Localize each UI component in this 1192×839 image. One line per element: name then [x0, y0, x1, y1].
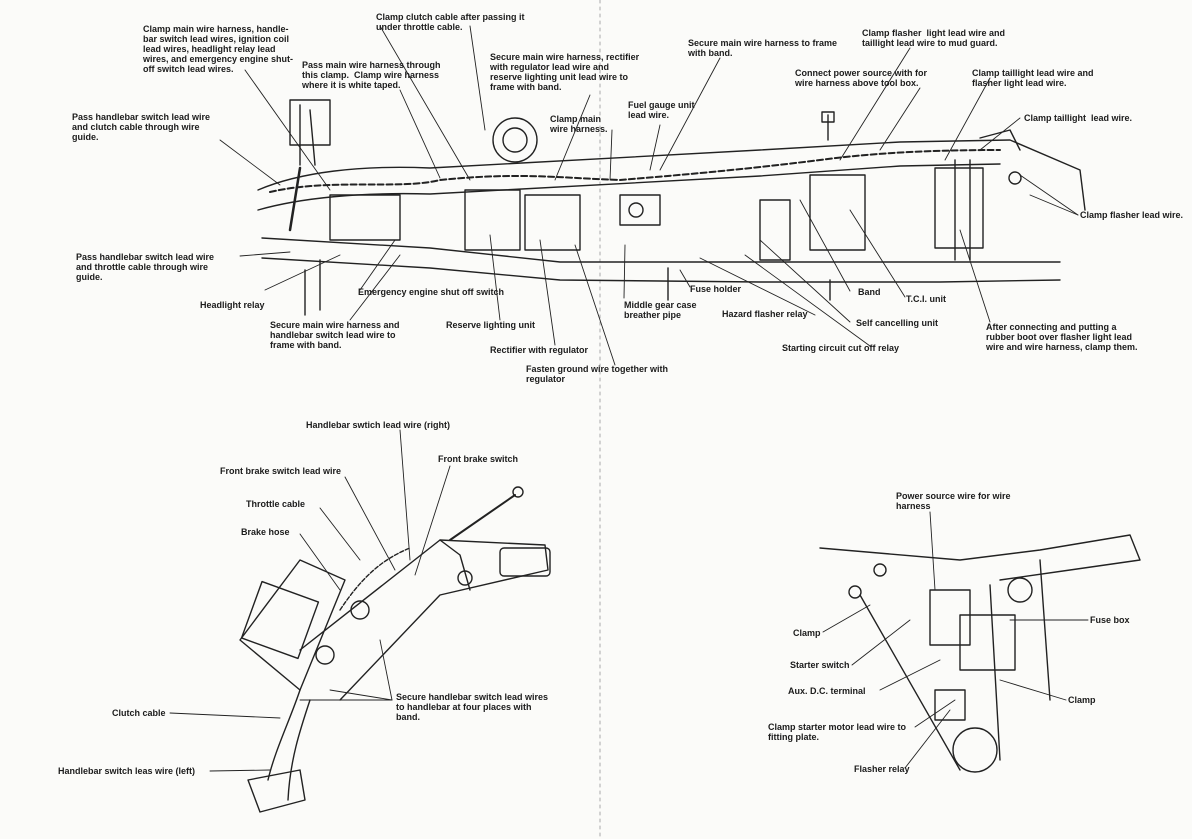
label-clamp-1: Clamp [793, 628, 821, 638]
label-after-connecting: After connecting and putting a rubber bo… [986, 322, 1138, 352]
label-clamp-clutch-cable: Clamp clutch cable after passing it unde… [376, 12, 525, 32]
label-fuse-box: Fuse box [1090, 615, 1130, 625]
label-pass-switch-clutch: Pass handlebar switch lead wire and clut… [72, 112, 211, 142]
label-brake-hose: Brake hose [241, 527, 290, 537]
label-secure-four-places: Secure handlebar switch lead wires to ha… [396, 692, 549, 722]
label-secure-main-harness-rectifier: Secure main wire harness, rectifier with… [490, 52, 640, 92]
toolbox-leaders [822, 511, 1089, 769]
label-clamp-taillight: Clamp taillight lead wire. [1024, 113, 1133, 123]
frame-top-view [257, 99, 1086, 316]
label-clamp-2: Clamp [1068, 695, 1096, 705]
label-switch-lead-left: Handlebar switch leas wire (left) [58, 766, 196, 776]
label-clamp-taillight-flasher: Clamp taillight lead wire and flasher li… [972, 68, 1094, 88]
label-self-cancelling: Self cancelling unit [856, 318, 939, 328]
label-front-brake-lead: Front brake switch lead wire [220, 466, 342, 476]
label-clamp-starter-motor: Clamp starter motor lead wire to fitting… [768, 722, 907, 742]
handlebar-leaders [169, 429, 451, 772]
label-clutch-cable: Clutch cable [112, 708, 166, 718]
toolbox-view [819, 534, 1141, 773]
label-hazard-relay: Hazard flasher relay [722, 309, 808, 319]
label-connect-power-source: Connect power source with for wire harne… [795, 68, 928, 88]
label-starter-switch: Starter switch [790, 660, 850, 670]
handlebar-view [239, 486, 551, 813]
label-throttle-cable: Throttle cable [246, 499, 306, 509]
label-fasten-ground: Fasten ground wire together with regulat… [526, 364, 669, 384]
label-clamp-main-harness: Clamp main wire harness, handle- bar swi… [143, 24, 294, 74]
label-rectifier: Rectifier with regulator [490, 345, 589, 355]
label-secure-handlebar-band: Secure main wire harness and handlebar s… [270, 320, 400, 350]
label-clamp-flasher: Clamp flasher lead wire. [1080, 210, 1184, 220]
label-fuse-holder: Fuse holder [690, 284, 742, 294]
label-aux-dc: Aux. D.C. terminal [788, 686, 866, 696]
top-leader-lines [219, 25, 1079, 366]
label-starting-cutoff: Starting circuit cut off relay [782, 343, 900, 353]
label-band: Band [858, 287, 881, 297]
label-headlight-relay: Headlight relay [200, 300, 265, 310]
label-pass-main-harness-clamp: Pass main wire harness through this clam… [302, 60, 441, 90]
label-clamp-flasher-taillight-mudguard: Clamp flasher light lead wire and tailli… [862, 28, 1006, 48]
label-middle-gear: Middle gear case breather pipe [624, 300, 697, 320]
label-fuel-gauge: Fuel gauge unit lead wire. [628, 100, 695, 120]
label-emergency-switch: Emergency engine shut off switch [358, 287, 505, 297]
label-switch-lead-right: Handlebar swtich lead wire (right) [306, 420, 451, 430]
label-reserve-lighting: Reserve lighting unit [446, 320, 536, 330]
label-front-brake-switch: Front brake switch [438, 454, 519, 464]
label-clamp-main-harness-2: Clamp main wire harness. [550, 114, 608, 134]
label-power-source-wire: Power source wire for wire harness [896, 491, 1011, 511]
label-flasher-relay: Flasher relay [854, 764, 910, 774]
label-secure-to-frame-band: Secure main wire harness to frame with b… [688, 38, 838, 58]
label-pass-switch-throttle: Pass handlebar switch lead wire and thro… [76, 252, 215, 282]
label-tci: T.C.I. unit [906, 294, 946, 304]
